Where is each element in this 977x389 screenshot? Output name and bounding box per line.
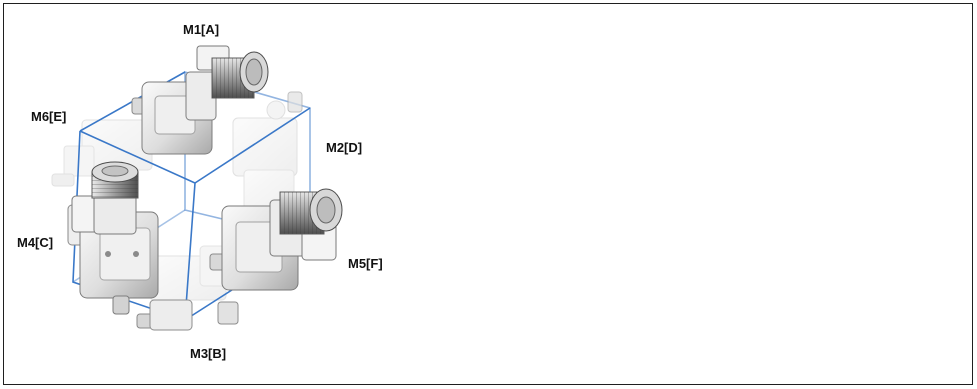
label-m3: M3[B] xyxy=(190,346,227,361)
gearmotor-m3 xyxy=(136,299,239,331)
figure-frame xyxy=(3,3,973,385)
label-m1: M1[A] xyxy=(183,22,220,37)
gearmotor-m1 xyxy=(131,45,269,155)
label-m6: M6[E] xyxy=(31,109,67,124)
label-m5: M5[F] xyxy=(348,256,383,271)
gearmotor-m2-shaft xyxy=(287,91,303,113)
gearmotor-m5 xyxy=(209,188,343,291)
label-m4: M4[C] xyxy=(17,235,54,250)
gearmotor-m4 xyxy=(67,161,159,315)
label-m2: M2[D] xyxy=(326,140,363,155)
